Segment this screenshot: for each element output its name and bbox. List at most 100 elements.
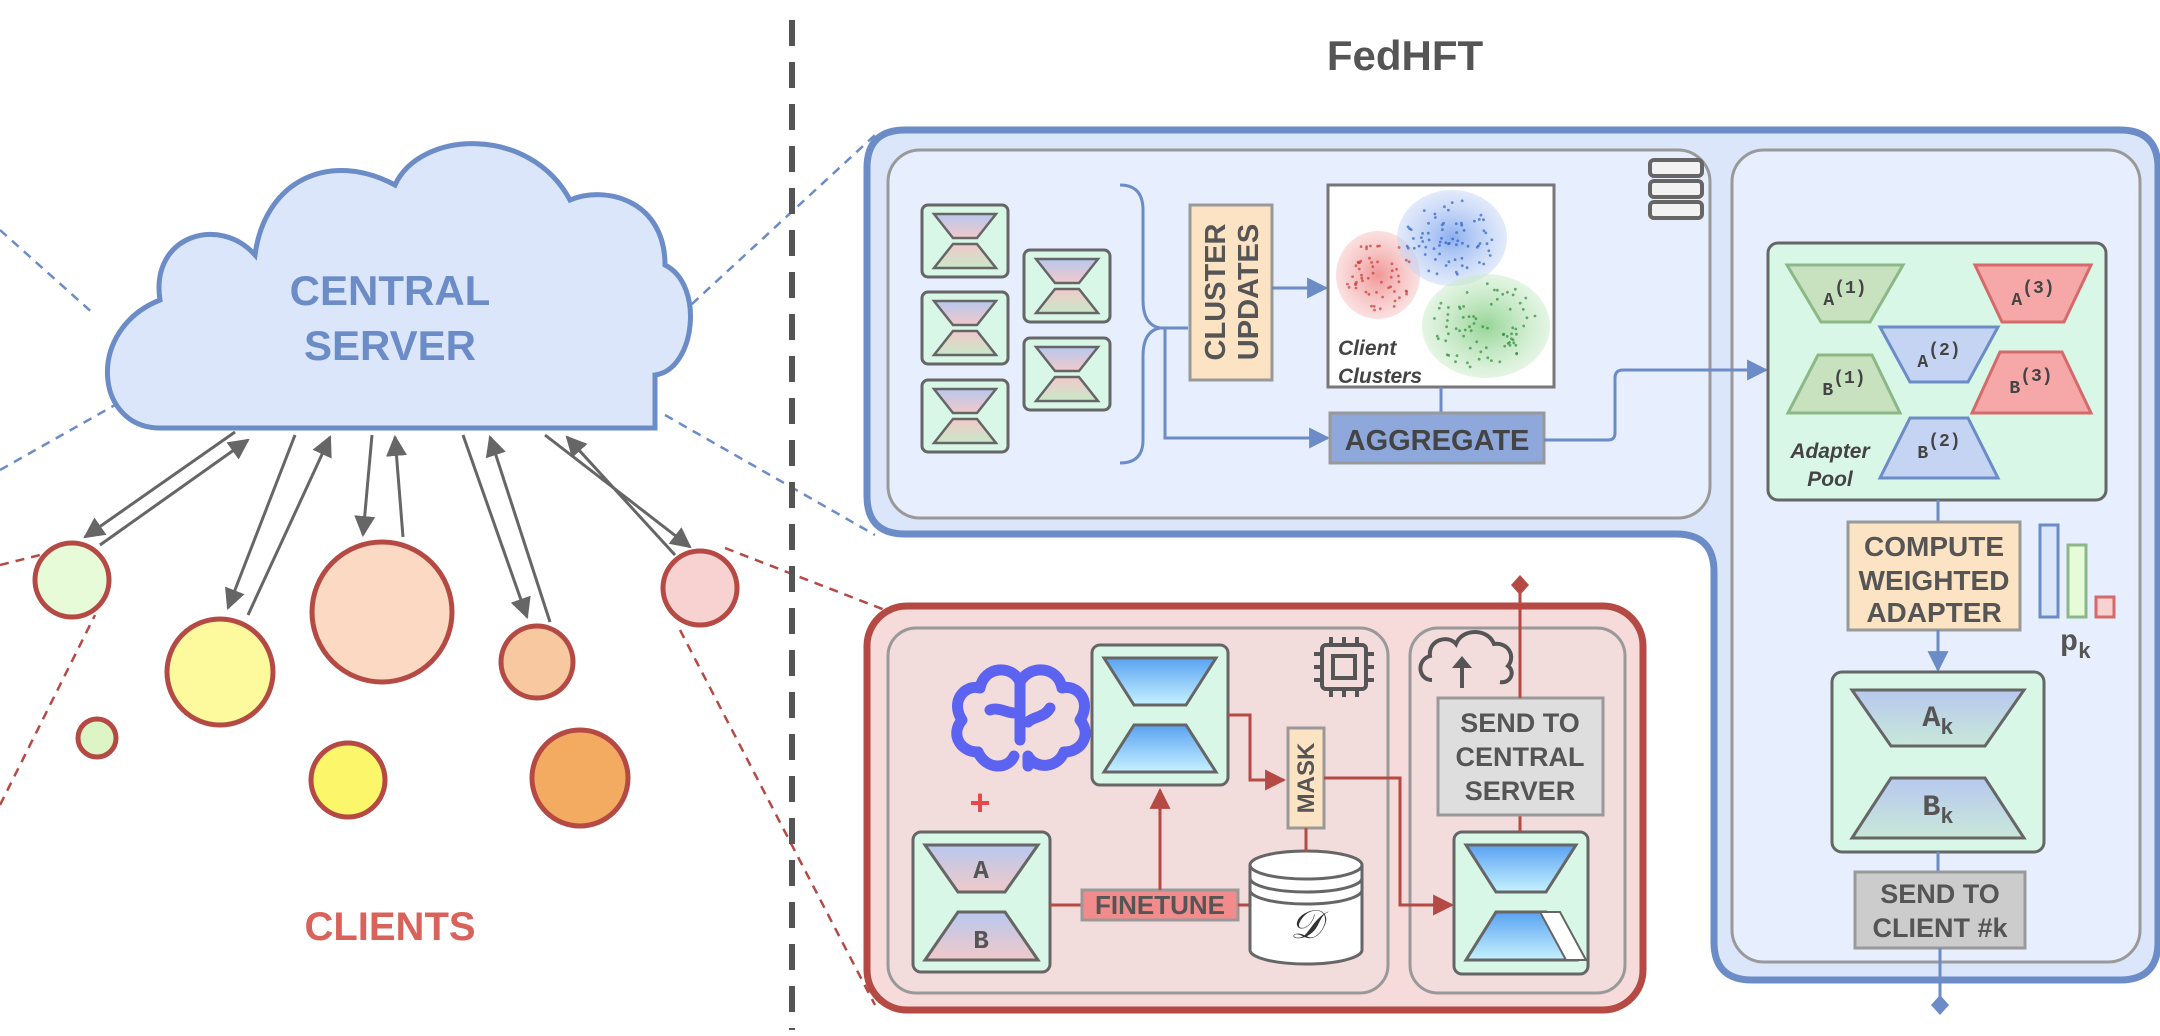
cluster-updates-box [1188,203,1274,382]
dataset-cylinder [1248,849,1364,966]
cluster-point [1467,315,1471,318]
cluster-point [1478,261,1481,264]
client-node [32,540,112,620]
server-label: CENTRAL [290,267,491,314]
diagram-title: FedHFT [1327,32,1484,79]
cluster-point [1366,276,1370,280]
server-rack-icon [1648,158,1704,220]
weight-bar [2038,523,2060,619]
cluster-point [1513,287,1517,291]
cluster-point [1502,332,1506,336]
cluster-point [1472,315,1475,318]
cluster-point [1510,332,1513,336]
download-arrow [83,430,236,539]
cluster-point [1479,350,1483,354]
finetuned-b [1101,723,1219,774]
cluster-point [1450,201,1454,205]
cluster-point [1432,247,1436,251]
cluster-point [1447,354,1451,357]
cluster-point [1515,351,1519,355]
cluster-point [1417,244,1421,248]
plus-symbol: + [969,782,990,823]
cluster-point [1376,260,1379,264]
client-clusters-label: Client [1338,337,1397,360]
cluster-point [1482,218,1485,222]
left-panel: CENTRAL SERVER CLIENTS [0,134,886,1006]
cluster-point [1475,340,1479,344]
cluster-green [1422,274,1550,378]
cloud-icon [105,141,693,431]
projection-line [678,629,877,1006]
adapter-label: B(1) [1822,369,1865,401]
cluster-point [1455,243,1458,247]
cluster-point [1525,316,1529,320]
cluster-point [1390,269,1394,273]
compute-label: ADAPTER [1866,597,2001,628]
send-server-label: SERVER [1465,776,1576,806]
cluster-point [1359,259,1363,263]
projection-line [664,413,876,537]
cluster-point [1485,282,1489,286]
cluster-point [1493,288,1496,292]
cluster-point [1461,241,1464,245]
adapter-pool-label: Adapter [1789,440,1871,463]
finetuned-a [1101,656,1219,707]
cluster-point [1455,354,1459,357]
cluster-point [1454,360,1457,364]
adapter-bk [1849,776,2027,840]
cluster-point [1462,229,1466,232]
cluster-point [1486,326,1489,330]
cluster-point [1421,240,1425,243]
client-node [75,716,119,760]
cluster-point [1468,325,1471,329]
cluster-point [1436,337,1440,341]
clustering-section [886,148,1712,520]
cluster-updates-label: UPDATES [1233,224,1265,360]
cluster-point [1465,291,1469,294]
cluster-point [1369,244,1372,248]
cluster-point [1389,275,1393,279]
mask-gap [1538,911,1588,961]
weight-bar [2066,543,2088,619]
cluster-point [1508,343,1512,347]
cluster-point [1447,208,1450,212]
cluster-point [1427,238,1431,242]
aggregate-box [1328,411,1546,465]
cluster-point [1357,267,1361,271]
cluster-point [1354,286,1358,290]
adapter-label: A(2) [1917,341,1960,373]
adapter-icon [920,290,1010,366]
cluster-point [1393,290,1396,293]
upload-arrow [99,438,250,547]
cluster-point [1447,332,1450,336]
download-arrow [461,434,531,619]
cluster-point [1397,274,1400,278]
cluster-point [1490,238,1494,242]
cluster-point [1404,258,1408,262]
cluster-point [1446,242,1450,246]
mask-label: MASK [1293,742,1320,813]
cluster-point [1454,270,1458,274]
cluster-point [1395,267,1398,271]
cluster-point [1465,266,1469,270]
cluster-point [1427,221,1430,225]
adapter-icon [1022,248,1112,324]
cluster-point [1443,205,1446,209]
ak-label: Ak [1922,702,1953,741]
adapter-icon [1022,336,1112,412]
cluster-point [1367,292,1371,296]
cluster-point [1477,244,1480,248]
pk-label: pk [2060,626,2091,665]
projection-line [679,134,876,316]
cluster-point [1481,325,1485,329]
cluster-point [1360,273,1363,277]
send-server-label: CENTRAL [1456,742,1585,772]
cluster-point [1444,264,1448,267]
cluster-point [1482,229,1486,233]
cluster-point [1371,271,1375,275]
connector-arrow [1163,328,1331,449]
cluster-point [1458,305,1461,309]
cluster-point [1466,244,1470,248]
cluster-point [1405,290,1409,293]
cluster-point [1354,264,1358,268]
